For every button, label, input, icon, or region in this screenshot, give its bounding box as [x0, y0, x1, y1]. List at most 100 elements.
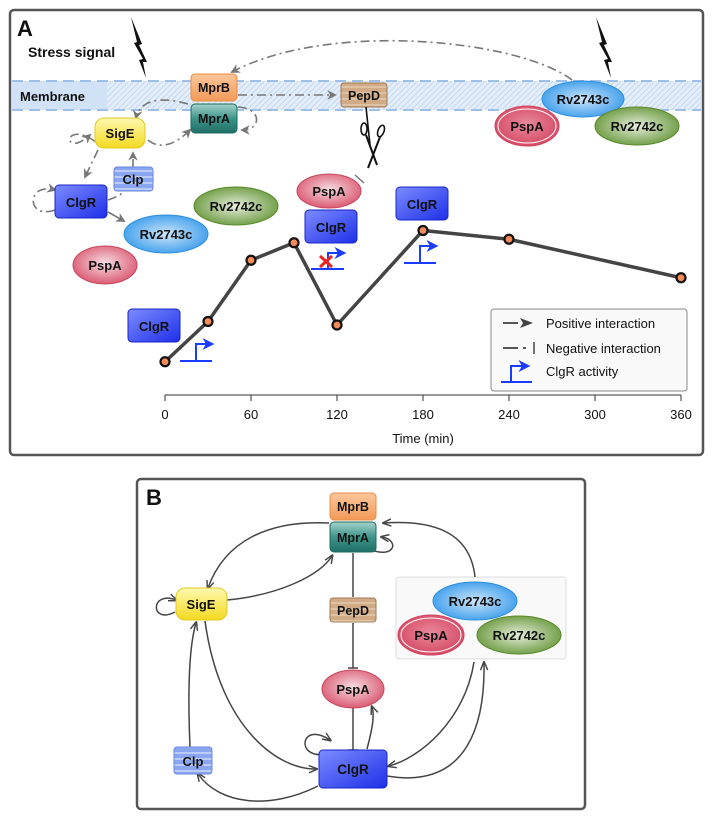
arrowhead-icon: [520, 318, 533, 328]
panel-b: B MprB: [135, 477, 587, 811]
mpra-self-loop: [237, 106, 258, 135]
pspa-label: PspA: [414, 628, 448, 643]
data-point: [675, 272, 687, 284]
lightning-bolt-icon: [596, 17, 612, 78]
clgr-self-loop: [304, 734, 330, 756]
mprb-label: MprB: [337, 500, 369, 514]
cleavage-mark: [354, 174, 365, 184]
node-sige-b: SigE: [175, 587, 228, 621]
node-clp-a: Clp: [113, 166, 154, 192]
node-rv2742c-membrane: Rv2742c: [594, 106, 680, 146]
scissors-icon: [360, 106, 386, 169]
interaction-edges-b: [155, 523, 484, 802]
clgr-self-loop: [32, 183, 57, 213]
node-pspa-complex-b: PspA: [397, 614, 465, 656]
pspa-label: PspA: [336, 682, 370, 697]
data-point: [245, 254, 257, 266]
node-pspa-membrane: PspA: [494, 105, 560, 147]
legend: Positive interaction Negative interactio…: [490, 308, 688, 392]
node-pspa-bound: PspA: [296, 173, 362, 209]
data-point: [202, 315, 214, 328]
x-tick-label: 180: [412, 407, 434, 422]
block-x-icon: [318, 254, 334, 269]
data-point: [417, 224, 429, 237]
node-rv2743c-membrane: Rv2743c: [541, 80, 625, 118]
edge-sige-to-mpra: [226, 556, 332, 601]
sige-self-loop: [68, 133, 97, 145]
mprb-label: MprB: [198, 81, 230, 95]
edge-clgr-to-clp: [198, 774, 319, 802]
promoter-active-icon: [404, 246, 436, 264]
x-tick-label: 240: [498, 407, 520, 422]
clgr-label: ClgR: [66, 195, 97, 210]
node-rv2742c-a: Rv2742c: [193, 186, 279, 226]
legend-activity-label: ClgR activity: [546, 364, 619, 379]
clp-label: Clp: [183, 754, 204, 769]
legend-negative: Negative interaction: [503, 341, 661, 356]
rv2743c-label: Rv2743c: [140, 227, 193, 242]
x-tick-label: 120: [326, 407, 348, 422]
membrane-label: Membrane: [20, 89, 85, 104]
node-pspa-a: PspA: [72, 245, 138, 285]
node-rv2743c-a: Rv2743c: [123, 214, 209, 254]
node-mpra-a: MprA: [190, 103, 238, 134]
arrow-rv2743c-to-mprb: [230, 40, 573, 81]
arrow-clgr-to-rv2743c: [107, 211, 126, 222]
pepd-label: PepD: [348, 89, 380, 103]
clgr-label: ClgR: [407, 197, 438, 212]
promoter-active-icon: [180, 344, 212, 362]
sige-self-loop: [155, 598, 176, 616]
rv2742c-label: Rv2742c: [210, 199, 263, 214]
legend-positive: Positive interaction: [503, 316, 655, 331]
edge-clgr-to-complex: [386, 663, 484, 779]
node-clp-b: Clp: [173, 746, 213, 775]
pspa-label: PspA: [88, 258, 122, 273]
node-pepd-b: PepD: [329, 597, 377, 623]
arrow-sige-to-mpra: [147, 128, 192, 146]
mpra-label: MprA: [198, 112, 230, 126]
data-point: [331, 319, 343, 331]
node-clgr-t0: ClgR: [127, 308, 181, 343]
node-rv2742c-b: Rv2742c: [476, 615, 562, 655]
node-clgr-bound: ClgR: [304, 209, 358, 244]
edge-clgr-to-pspa: [366, 707, 373, 750]
interaction-arrows-a: [32, 40, 573, 213]
node-rv2743c-b: Rv2743c: [432, 581, 518, 621]
sige-label: SigE: [187, 597, 216, 612]
node-mpra-b: MprA: [329, 521, 377, 553]
node-mprb-b: MprB: [329, 492, 377, 521]
node-sige-a: SigE: [94, 117, 146, 149]
edge-complex-to-mprb: [384, 523, 476, 578]
x-tick-label: 360: [670, 407, 692, 422]
lightning-bolt-icon: [131, 17, 147, 78]
legend-positive-label: Positive interaction: [546, 316, 655, 331]
x-tick-label: 0: [161, 407, 168, 422]
rv2743c-label: Rv2743c: [449, 594, 502, 609]
clgr-label: ClgR: [316, 220, 347, 235]
data-point: [503, 233, 515, 245]
rv2742c-label: Rv2742c: [493, 628, 546, 643]
node-clgr-b: ClgR: [318, 749, 388, 789]
edge-sige-to-clgr: [204, 620, 316, 769]
legend-negative-label: Negative interaction: [546, 341, 661, 356]
panel-b-frame: [135, 477, 587, 811]
mpra-self-loop: [368, 537, 394, 554]
node-pepd-a: PepD: [340, 82, 388, 108]
rv2743c-label: Rv2743c: [557, 92, 610, 107]
node-clgr-a: ClgR: [54, 184, 108, 219]
panel-a: A Stress signal Membrane: [8, 8, 705, 457]
panel-b-label: B: [146, 485, 162, 510]
mpra-label: MprA: [337, 531, 369, 545]
x-axis-label: Time (min): [392, 431, 454, 446]
node-mprb-a: MprB: [190, 73, 238, 102]
edge-clp-to-sige: [188, 623, 196, 748]
x-tick-label: 60: [244, 407, 258, 422]
stress-signal-label: Stress signal: [28, 44, 115, 60]
node-pspa-b: PspA: [321, 669, 385, 709]
data-point: [288, 237, 300, 249]
node-clgr-t180: ClgR: [395, 186, 449, 221]
legend-activity: [501, 366, 532, 383]
arrow-sige-to-clgr: [84, 149, 99, 179]
